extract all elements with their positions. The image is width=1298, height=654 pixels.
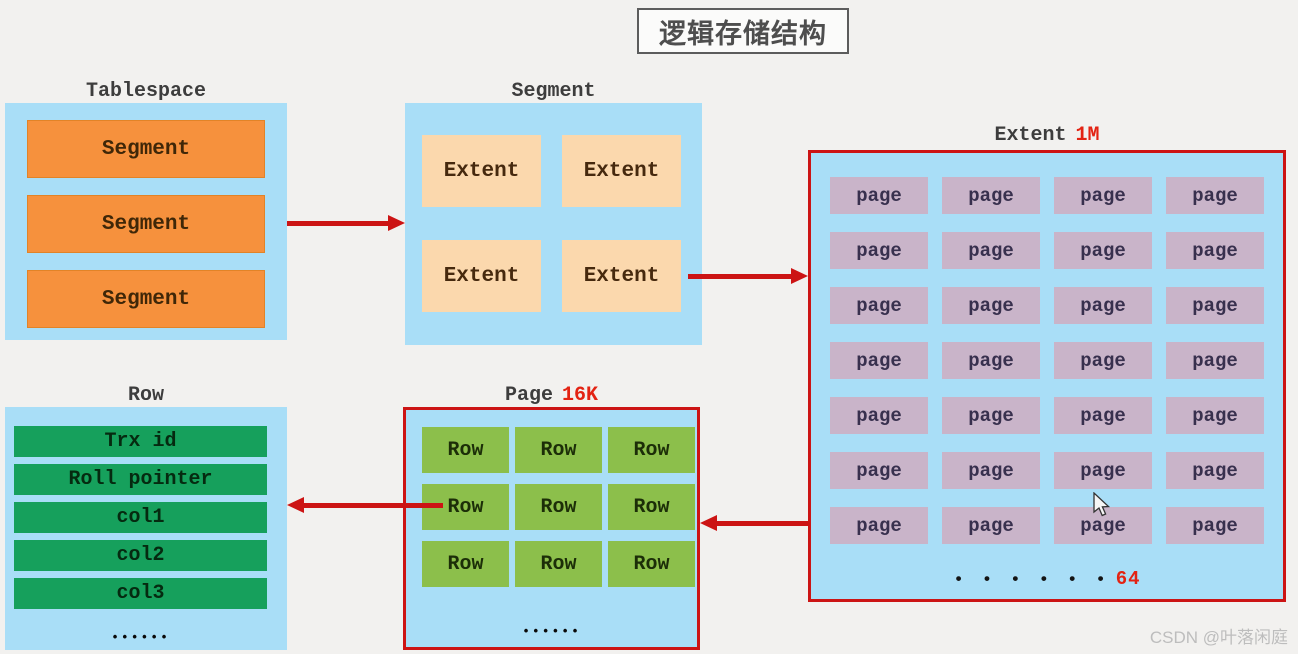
watermark: CSDN @叶落闲庭 bbox=[1149, 628, 1288, 647]
page-cell: page bbox=[1166, 342, 1264, 379]
tablespace-label: Tablespace bbox=[85, 80, 207, 103]
extent-size-label: 1M bbox=[1075, 124, 1100, 147]
row-cell: Row bbox=[515, 484, 602, 530]
extent-ellipsis-dots: • • • • • • bbox=[953, 571, 1110, 590]
extent-label-text: Extent bbox=[994, 124, 1067, 147]
page-cell: page bbox=[1054, 342, 1152, 379]
arrow-line bbox=[302, 503, 443, 508]
row-ellipsis: •••••• bbox=[111, 630, 170, 645]
row-cell: Row bbox=[608, 427, 695, 473]
arrow-line bbox=[287, 221, 390, 226]
page-cell: page bbox=[942, 507, 1040, 544]
segment-bar: Segment bbox=[27, 270, 265, 328]
page-cell: page bbox=[1054, 397, 1152, 434]
page-cell: page bbox=[830, 507, 928, 544]
arrow-segment-to-extent bbox=[688, 268, 808, 285]
arrow-head-right-icon bbox=[388, 215, 405, 231]
extent-label: Extent 1M bbox=[808, 124, 1286, 147]
page-cell: page bbox=[942, 232, 1040, 269]
extent-page-count: 64 bbox=[1115, 568, 1141, 590]
page-cell: page bbox=[1166, 507, 1264, 544]
extent-cell: Extent bbox=[562, 135, 681, 207]
page-cell: page bbox=[1054, 452, 1152, 489]
extent-cell: Extent bbox=[422, 135, 541, 207]
page-cell: page bbox=[942, 177, 1040, 214]
page-cell: page bbox=[1166, 452, 1264, 489]
page-cell: page bbox=[830, 397, 928, 434]
page-cell: page bbox=[942, 287, 1040, 324]
arrow-extent-to-page bbox=[700, 515, 808, 532]
row-cell: Row bbox=[608, 541, 695, 587]
extent-box: page page page page page page page page page page… bbox=[808, 150, 1286, 602]
arrow-head-right-icon bbox=[791, 268, 808, 284]
row-cell: Row bbox=[422, 541, 509, 587]
page-cell: page bbox=[1054, 232, 1152, 269]
page-cell: page bbox=[1054, 287, 1152, 324]
diagram-title-text: 逻辑存储结构 bbox=[659, 18, 827, 49]
page-cell: page bbox=[830, 177, 928, 214]
row-cell: Row bbox=[422, 427, 509, 473]
page-size-label: 16K bbox=[562, 384, 599, 407]
extent-ellipsis: • • • • • • 64 bbox=[811, 568, 1283, 590]
arrow-page-to-row bbox=[287, 497, 443, 514]
page-label-text: Page bbox=[504, 384, 553, 407]
page-cell: page bbox=[942, 342, 1040, 379]
arrow-head-left-icon bbox=[287, 497, 304, 513]
arrow-tablespace-to-segment bbox=[287, 215, 405, 232]
mouse-cursor-icon bbox=[1093, 492, 1111, 517]
page-cell: page bbox=[1166, 287, 1264, 324]
diagram-title: 逻辑存储结构 bbox=[637, 8, 849, 54]
page-cell: page bbox=[1166, 397, 1264, 434]
page-cell: page bbox=[830, 232, 928, 269]
extent-cell: Extent bbox=[422, 240, 541, 312]
page-cell: page bbox=[1166, 177, 1264, 214]
segment-bar: Segment bbox=[27, 120, 265, 178]
page-cell: page bbox=[1054, 177, 1152, 214]
row-field-bar: Trx id bbox=[14, 426, 267, 457]
arrow-line bbox=[715, 521, 808, 526]
page-cell: page bbox=[830, 342, 928, 379]
row-label: Row bbox=[127, 384, 164, 407]
extent-cell: Extent bbox=[562, 240, 681, 312]
arrow-head-left-icon bbox=[700, 515, 717, 531]
row-cell: Row bbox=[515, 541, 602, 587]
segment-bar: Segment bbox=[27, 195, 265, 253]
page-cell: page bbox=[830, 452, 928, 489]
arrow-line bbox=[688, 274, 793, 279]
row-box: Trx id Roll pointer col1 col2 col3 •••••• bbox=[5, 407, 287, 650]
page-ellipsis: •••••• bbox=[522, 624, 581, 639]
row-cell: Row bbox=[608, 484, 695, 530]
row-field-bar: col3 bbox=[14, 578, 267, 609]
row-field-bar: Roll pointer bbox=[14, 464, 267, 495]
page-cell: page bbox=[830, 287, 928, 324]
row-field-bar: col1 bbox=[14, 502, 267, 533]
page-cell: page bbox=[942, 452, 1040, 489]
segment-label: Segment bbox=[511, 80, 596, 103]
extent-page-grid: page page page page page page page page page page… bbox=[811, 153, 1283, 544]
page-label: Page 16K bbox=[403, 384, 700, 407]
row-field-bar: col2 bbox=[14, 540, 267, 571]
page-cell: page bbox=[942, 397, 1040, 434]
row-cell: Row bbox=[515, 427, 602, 473]
page-cell: page bbox=[1166, 232, 1264, 269]
